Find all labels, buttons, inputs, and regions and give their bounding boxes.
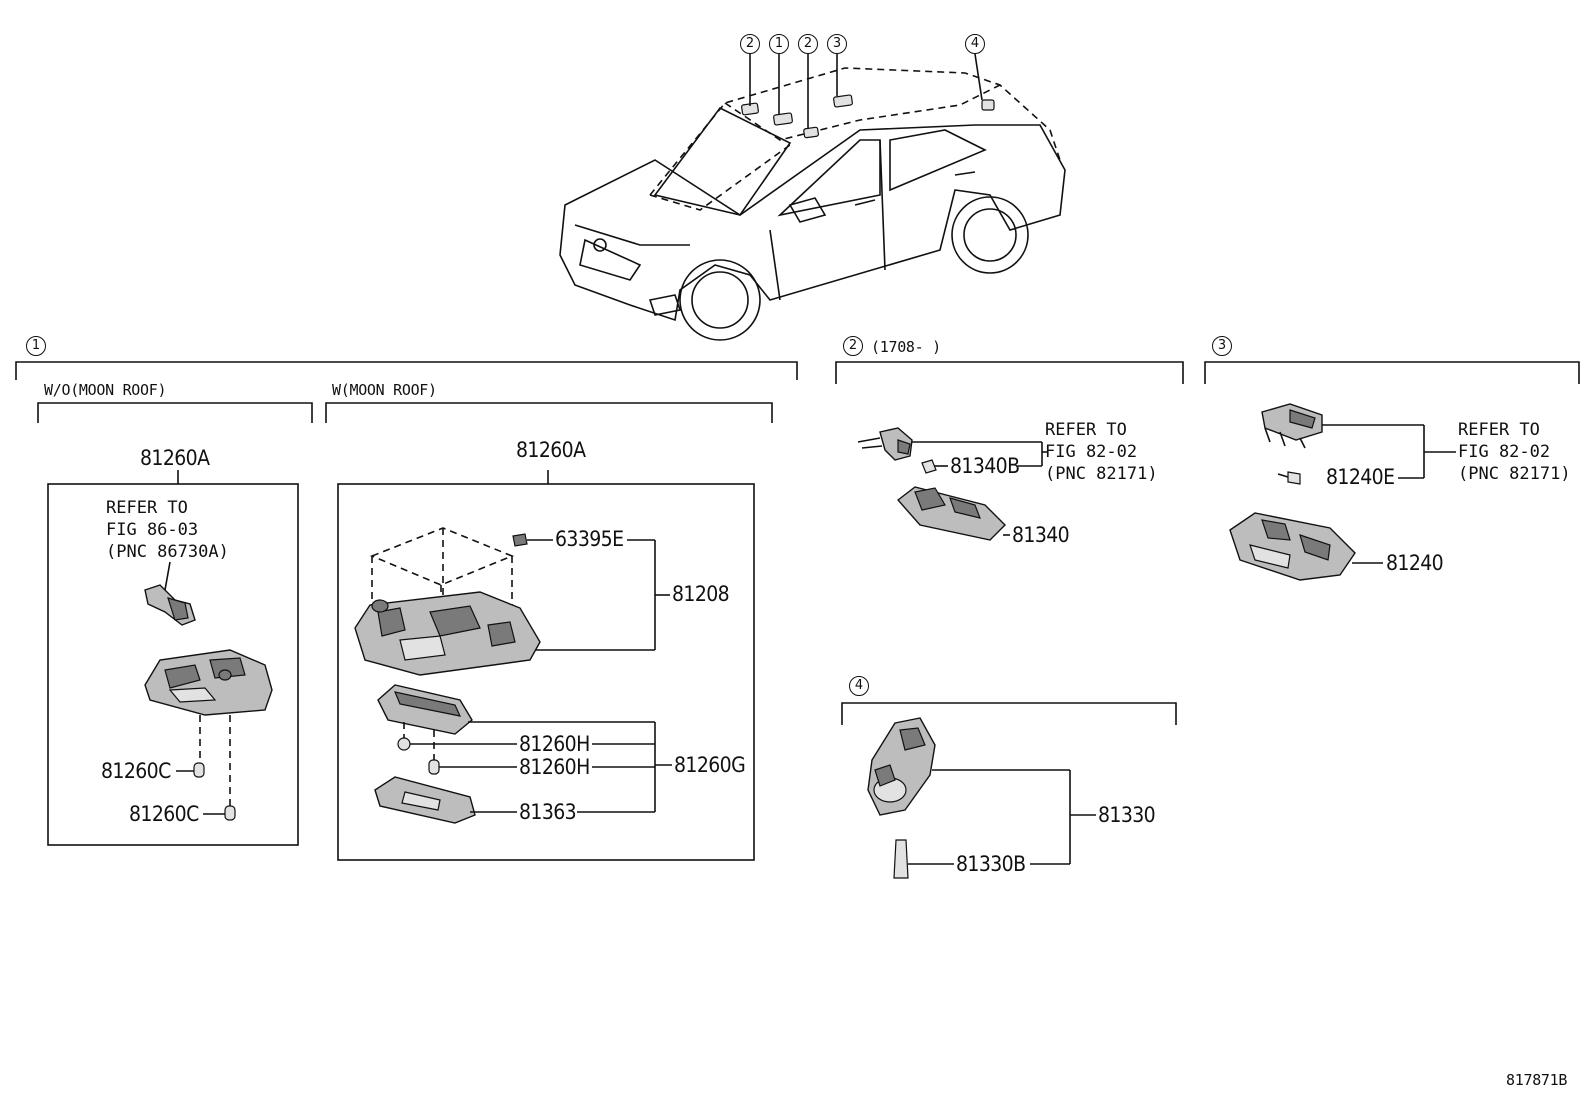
note-refer-fig-82-02-s2: REFER TO FIG 82-02 (PNC 82171) xyxy=(1045,420,1158,484)
part-label-81240: 81240 xyxy=(1386,551,1444,575)
part-label-81330B: 81330B xyxy=(956,852,1026,876)
callout-2: 2 xyxy=(740,34,760,54)
callout-4: 4 xyxy=(965,34,985,54)
section-4-number: 4 xyxy=(849,676,869,696)
part-label-81340: 81340 xyxy=(1012,523,1070,547)
car-illustration xyxy=(559,53,1066,341)
bulb-icon xyxy=(1287,471,1301,485)
part-label-81260G: 81260G xyxy=(674,753,746,777)
lamp-lens-cover xyxy=(374,776,476,824)
luggage-lamp-81330 xyxy=(867,717,936,816)
map-lamp-housing-left xyxy=(144,649,273,716)
section-2-number: 2 xyxy=(843,336,863,356)
part-label-81260A-right: 81260A xyxy=(516,438,586,462)
figure-id: 817871B xyxy=(1506,1071,1568,1089)
part-label-81260H-2: 81260H xyxy=(519,755,590,779)
part-label-81208: 81208 xyxy=(672,582,730,606)
vanity-lamp-81340 xyxy=(896,486,1006,541)
connector-part-s2 xyxy=(857,427,913,461)
bulb-icon xyxy=(921,459,937,474)
lamp-lens-assembly xyxy=(377,684,473,735)
part-label-81260C-2: 81260C xyxy=(129,802,199,826)
part-label-63395E: 63395E xyxy=(555,527,624,551)
callout-3: 3 xyxy=(827,34,847,54)
overhead-console-housing xyxy=(354,591,541,676)
box-w-moonroof xyxy=(337,483,755,861)
section-2-date: (1708- ) xyxy=(871,338,941,356)
part-label-81240E: 81240E xyxy=(1326,465,1395,489)
section-1-number: 1 xyxy=(26,336,46,356)
connector-part xyxy=(144,584,196,626)
section-1a-label: W/O(MOON ROOF) xyxy=(44,381,167,399)
section-1b-label: W(MOON ROOF) xyxy=(332,381,437,399)
section-brackets xyxy=(15,361,1580,725)
bulb-icon xyxy=(397,737,411,751)
part-label-81340B: 81340B xyxy=(950,454,1020,478)
callout-2: 2 xyxy=(798,34,818,54)
part-label-81330: 81330 xyxy=(1098,803,1156,827)
connector-part-s3 xyxy=(1261,403,1323,449)
section-3-number: 3 xyxy=(1212,336,1232,356)
room-lamp-81240 xyxy=(1229,512,1356,581)
part-label-81260H-1: 81260H xyxy=(519,732,590,756)
callout-1: 1 xyxy=(769,34,789,54)
note-refer-fig-86-03: REFER TO FIG 86-03 (PNC 86730A) xyxy=(106,498,229,562)
bulb-icon xyxy=(893,839,909,879)
note-refer-fig-82-02-s3: REFER TO FIG 82-02 (PNC 82171) xyxy=(1458,420,1571,484)
bulb-icon xyxy=(428,759,440,775)
part-label-81260C-1: 81260C xyxy=(101,759,171,783)
clip-part xyxy=(512,533,528,547)
part-label-81260A-left: 81260A xyxy=(140,446,210,470)
bulb-icon xyxy=(193,762,205,778)
box-wo-moonroof xyxy=(47,483,299,846)
bulb-icon xyxy=(224,805,236,821)
part-label-81363: 81363 xyxy=(519,800,577,824)
